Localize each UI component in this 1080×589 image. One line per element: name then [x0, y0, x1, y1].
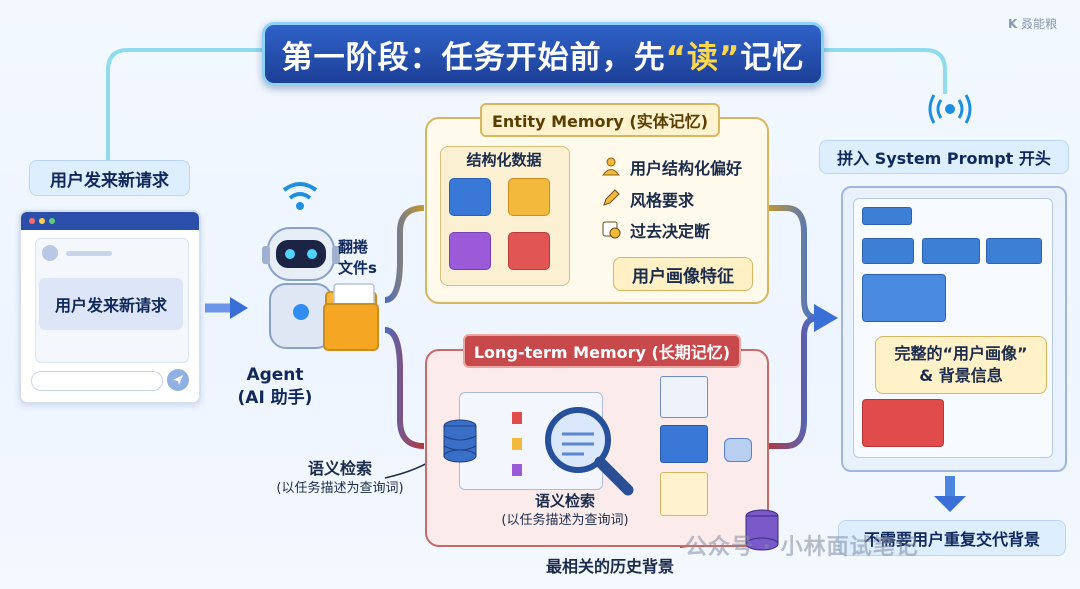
database-icon — [443, 419, 477, 463]
maximize-dot-icon — [49, 218, 55, 224]
attr-past-decision: 过去决定断 — [630, 222, 711, 241]
full-profile-line2: & 背景信息 — [919, 366, 1003, 385]
magnifier-icon — [545, 407, 634, 496]
history-card-red — [862, 399, 944, 447]
title-text: 第一阶段：任务开始前，先 — [281, 39, 666, 76]
chat-input[interactable] — [31, 371, 163, 391]
agent-label: Agent (AI 助手) — [225, 364, 325, 410]
node-child-1 — [862, 238, 914, 264]
request-label: 用户发来新请求 — [29, 160, 190, 196]
window-titlebar — [21, 212, 199, 230]
small-database-icon — [724, 438, 752, 462]
history-database-icon — [745, 509, 779, 551]
blue-doc-icon — [449, 178, 491, 216]
semantic-search-outer-sub: (以任务描述为查询词) — [276, 481, 404, 496]
entity-memory-tag: Entity Memory (实体记忆) — [480, 103, 720, 137]
page-title: 第一阶段：任务开始前，先“读”记忆 — [262, 22, 824, 86]
semantic-search-inner: 语义检索 (以任务描述为查询词) — [475, 492, 655, 530]
yellow-doc-icon — [508, 178, 550, 216]
broadcast-icon — [928, 94, 972, 124]
semantic-search-inner-sub: (以任务描述为查询词) — [501, 513, 629, 528]
close-dot-icon — [29, 218, 35, 224]
agent-action-line2: 文件s — [338, 259, 377, 277]
minimize-dot-icon — [39, 218, 45, 224]
brand-k-icon: K — [1008, 17, 1018, 31]
full-profile-box: 完整的“用户画像” & 背景信息 — [875, 336, 1047, 394]
avatar-icon — [42, 245, 58, 261]
pencil-icon — [601, 188, 621, 208]
agent-action-line1: 翻捲 — [338, 238, 369, 256]
agent-role: (AI 助手) — [237, 388, 313, 408]
semantic-search-inner-title: 语义检索 — [534, 492, 595, 510]
send-icon — [173, 375, 183, 385]
send-button[interactable] — [167, 369, 189, 391]
brand-name: 叒能粮 — [1021, 17, 1058, 31]
node-child-2 — [922, 238, 980, 264]
semantic-search-outer: 语义检索 (以任务描述为查询词) — [250, 459, 430, 499]
username-placeholder — [66, 251, 112, 256]
result-doc-1 — [660, 376, 708, 418]
result-doc-3 — [660, 472, 708, 516]
full-profile-line1: 完整的“用户画像” — [894, 344, 1028, 363]
doc-red-icon — [512, 412, 522, 424]
user-icon — [601, 156, 621, 176]
attr-preference: 用户结构化偏好 — [630, 159, 743, 178]
node-root — [862, 207, 912, 225]
history-label: 最相关的历史背景 — [545, 557, 674, 576]
user-message: 用户发来新请求 — [39, 278, 183, 330]
result-doc-2 — [660, 425, 708, 463]
doc-purple-icon — [512, 464, 522, 476]
system-prompt-label: 拼入 System Prompt 开头 — [819, 140, 1069, 174]
calendar-clock-icon — [601, 219, 621, 239]
title-tail: 记忆 — [740, 39, 805, 76]
purple-doc-icon — [449, 232, 491, 270]
attr-style: 风格要求 — [630, 191, 695, 210]
profile-card-blue — [862, 274, 946, 322]
node-child-3 — [986, 238, 1042, 264]
profile-feature-box: 用户画像特征 — [613, 257, 753, 291]
robot-agent-icon — [262, 182, 379, 351]
red-doc-icon — [508, 232, 550, 270]
structured-data-title: 结构化数据 — [466, 150, 542, 169]
title-quote: “读” — [665, 39, 741, 76]
doc-yellow-icon — [512, 438, 522, 450]
longterm-memory-tag: Long-term Memory (长期记忆) — [463, 334, 741, 368]
no-repeat-label: 不需要用户重复交代背景 — [838, 520, 1066, 556]
agent-action-label: 翻捲 文件s — [338, 237, 390, 279]
watermark: 公众号 · 小林面试笔记 — [685, 535, 919, 560]
agent-name: Agent — [246, 365, 304, 385]
chat-window: 用户发来新请求 — [19, 210, 201, 404]
semantic-search-outer-title: 语义检索 — [307, 459, 372, 478]
brand-logo: K 叒能粮 — [1008, 15, 1057, 32]
